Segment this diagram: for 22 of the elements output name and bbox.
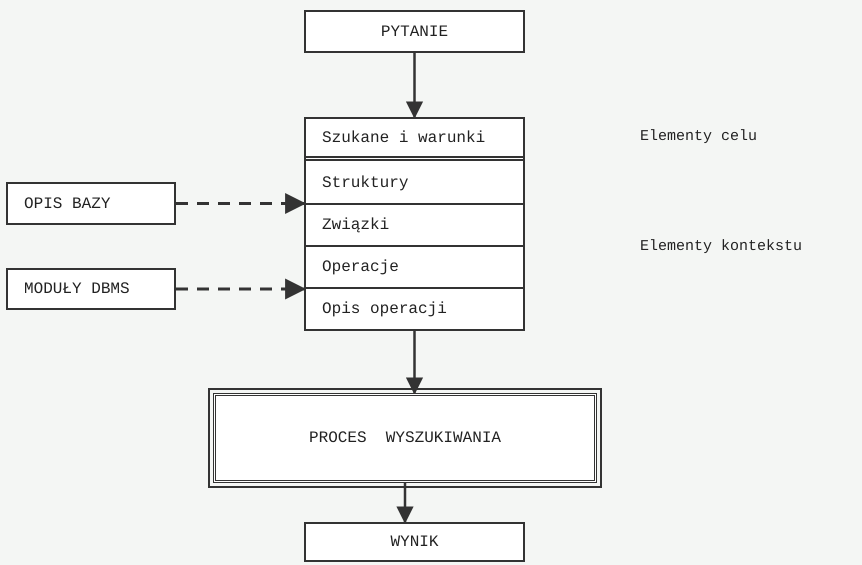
- arrow: [176, 278, 306, 300]
- arrow: [406, 331, 424, 395]
- node-text: MODUŁY DBMS: [24, 279, 130, 300]
- arrow: [406, 53, 424, 119]
- arrow: [176, 193, 306, 214]
- node-text: Struktury: [322, 173, 408, 194]
- node-text: WYNIK: [390, 532, 438, 553]
- side-label: Elementy celu: [640, 127, 758, 147]
- node-text: Szukane i warunki: [322, 128, 486, 148]
- process-box: [6, 268, 176, 310]
- node-text: PROCES WYSZUKIWANIA: [308, 428, 502, 449]
- node-text: OPIS BAZY: [24, 194, 110, 214]
- node-text: Opis operacji: [322, 299, 447, 320]
- arrow: [396, 483, 414, 524]
- process-box: [304, 10, 525, 53]
- process-box: [304, 522, 525, 562]
- node-text: PYTANIE: [380, 22, 448, 42]
- process-box: [6, 182, 176, 225]
- side-label: Elementy kontekstu: [640, 237, 802, 257]
- stack-box: [304, 117, 525, 331]
- node-text: Związki: [322, 215, 390, 236]
- node-text: Operacje: [322, 257, 399, 278]
